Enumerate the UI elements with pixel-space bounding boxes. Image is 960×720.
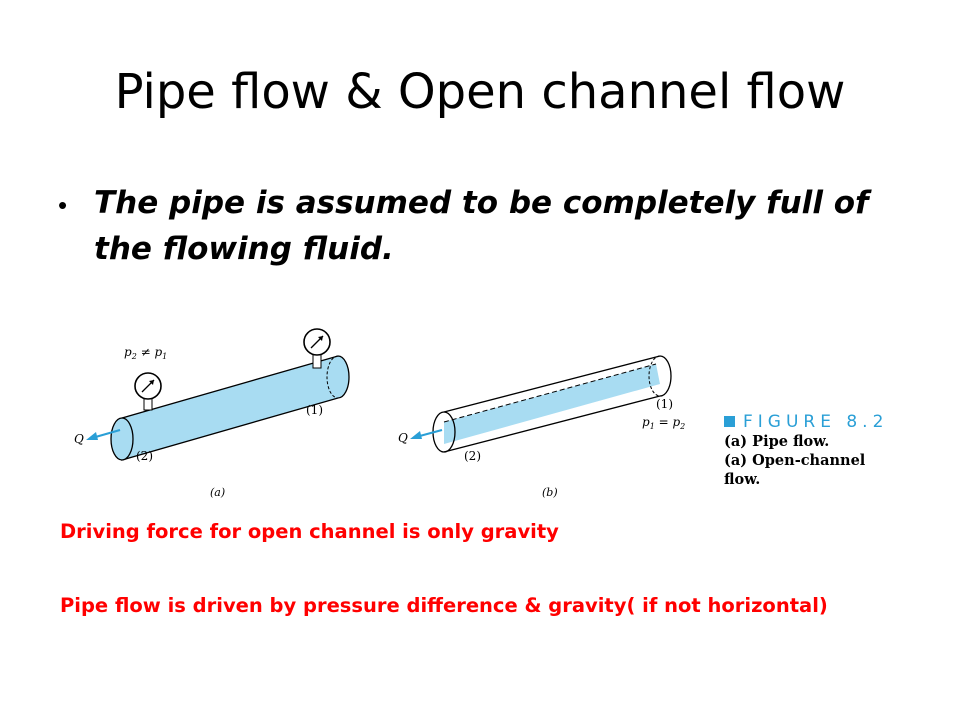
figure-tag-a: (a) [210,486,225,499]
section-2-label: (2) [136,449,153,463]
bullet-text: The pipe is assumed to be completely ful… [94,185,869,267]
caption-line: flow. [724,471,761,488]
pipe-flow-diagram: p2 ≠ p1 Q (1) (2) (a) [74,328,350,499]
figure-tag-b: (b) [542,486,558,499]
pressure-gauge-icon [303,328,331,369]
p-label-b: p1 = p2 [642,415,685,431]
pipe-figure: p2 ≠ p1 Q (1) (2) (a) Q (1) p1 = p2 (2) … [74,328,685,499]
square-icon [724,416,735,427]
section-2-label: (2) [464,449,481,463]
section-1-label: (1) [656,397,673,411]
caption-line: (a) Open-channel [724,452,866,469]
pressure-gauge-icon [134,372,162,411]
figure-caption: FIGURE 8.2 (a) Pipe flow. (a) Open-chann… [724,412,924,489]
q-label: Q [398,431,408,445]
bullet-dot-icon: • [58,190,68,220]
q-label: Q [74,432,84,446]
note-open-channel: Driving force for open channel is only g… [60,520,559,543]
caption-heading: FIGURE 8.2 [724,412,924,432]
note-pipe-flow: Pipe flow is driven by pressure differen… [60,594,828,617]
open-channel-diagram: Q (1) p1 = p2 (2) (b) [398,355,685,499]
section-1-label: (1) [306,403,323,417]
slide-title: Pipe flow & Open channel flow [114,64,846,120]
caption-line: (a) Pipe flow. [724,433,830,450]
p-label-a: p2 ≠ p1 [124,345,167,361]
